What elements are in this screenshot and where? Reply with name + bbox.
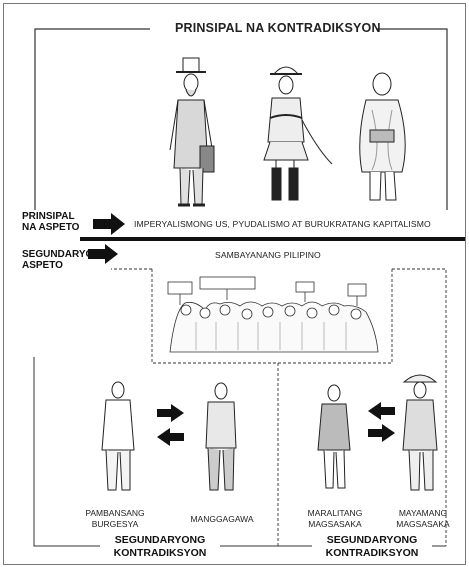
left-secondary-contradiction: SEGUNDARYONG KONTRADIKSYON <box>100 534 220 560</box>
rich-peasant-line1: MAYAMANG <box>398 508 448 518</box>
secondary-aspect-label: SEGUNDARYONG ASPETO <box>22 249 108 271</box>
left-contradiction-line2: KONTRADIKSYON <box>113 547 207 559</box>
uncle-sam-figure <box>169 57 215 207</box>
secondary-aspect-line1: SEGUNDARYONG <box>22 249 109 260</box>
right-contradiction-line2: KONTRADIKSYON <box>325 547 419 559</box>
people-box <box>111 268 447 546</box>
left-contradiction-line1: SEGUNDARYONG <box>114 534 206 546</box>
principal-aspect-text: IMPERYALISMONG US, PYUDALISMO AT BURUKRA… <box>134 219 431 229</box>
divider-bar <box>80 237 465 241</box>
burgeois-figure <box>101 381 135 491</box>
right-secondary-contradiction: SEGUNDARYONG KONTRADIKSYON <box>312 534 432 560</box>
soldier-figure <box>263 66 333 201</box>
arrow-left-right <box>368 402 395 420</box>
outer-frame <box>3 3 466 565</box>
poor-peasant-figure <box>317 384 351 489</box>
landlord-figure <box>359 72 406 201</box>
principal-aspect-label: PRINSIPAL NA ASPETO <box>22 211 79 233</box>
arrow-right-right <box>368 424 395 442</box>
national-bourgeoisie-line1: PAMBANSANG <box>85 508 145 518</box>
arrow-right-left <box>157 404 184 422</box>
national-bourgeoisie-label: PAMBANSANG BURGESYA <box>80 508 150 530</box>
arrow-left-left <box>157 428 184 446</box>
principal-arrow <box>93 213 125 235</box>
people-label: SAMBAYANANG PILIPINO <box>215 250 321 260</box>
principal-aspect-line1: PRINSIPAL <box>22 211 75 222</box>
secondary-arrow <box>88 244 118 264</box>
poor-peasant-label: MARALITANG MAGSASAKA <box>300 508 370 530</box>
right-contradiction-line1: SEGUNDARYONG <box>326 534 418 546</box>
poor-peasant-line1: MARALITANG <box>307 508 363 518</box>
rich-peasant-figure <box>402 374 438 491</box>
poor-peasant-line2: MAGSASAKA <box>308 519 362 529</box>
rich-peasant-label: MAYAMANG MAGSASAKA <box>388 508 458 530</box>
rich-peasant-line2: MAGSASAKA <box>396 519 450 529</box>
worker-figure <box>205 382 237 491</box>
diagram-title: PRINSIPAL NA KONTRADIKSYON <box>175 21 381 35</box>
principal-aspect-line2: NA ASPETO <box>22 222 80 233</box>
national-bourgeoisie-line2: BURGESYA <box>91 519 139 529</box>
crowd-figure <box>167 276 379 353</box>
principal-contradiction-box <box>34 28 448 210</box>
secondary-aspect-line2: ASPETO <box>22 260 63 271</box>
worker-label: MANGGAGAWA <box>190 514 254 524</box>
